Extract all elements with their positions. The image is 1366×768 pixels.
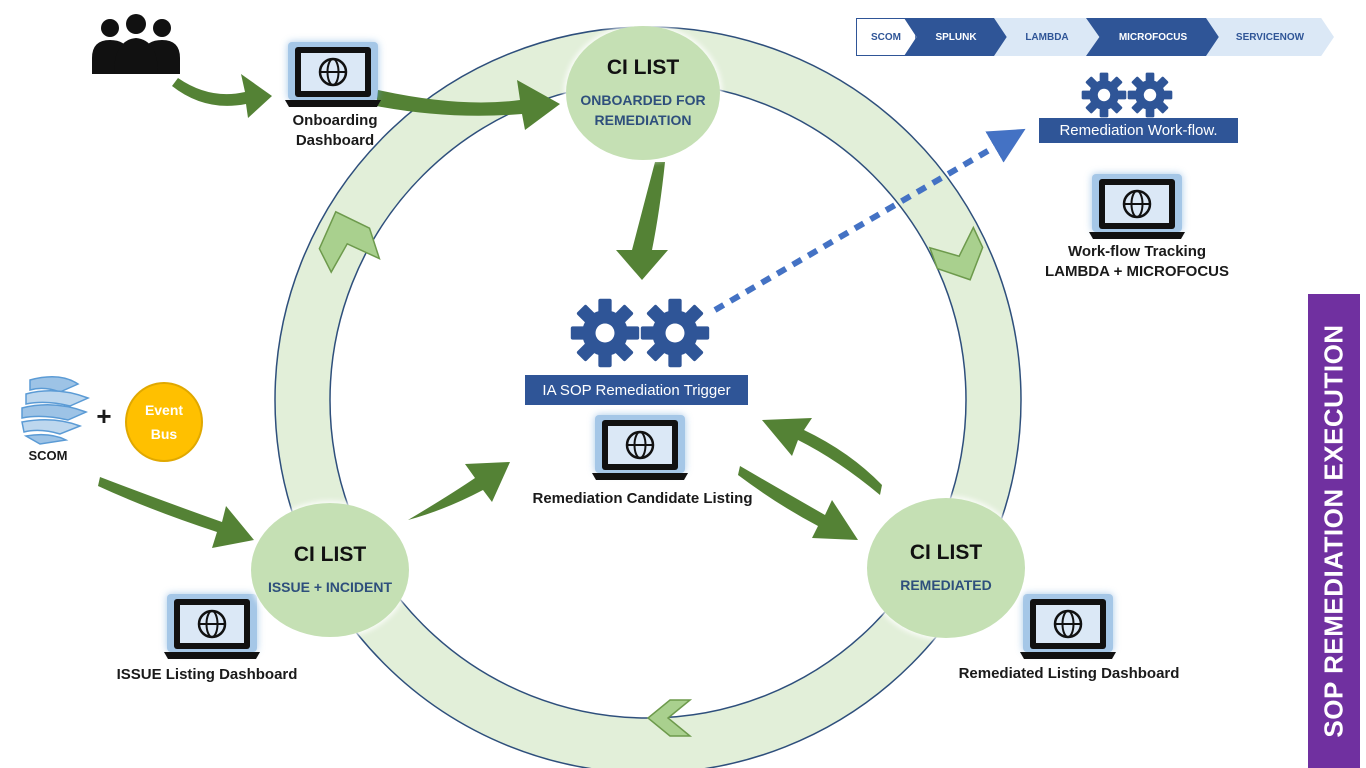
candidate-listing-label: Remediation Candidate Listing [532,490,753,507]
node-onboarded: CI LIST ONBOARDED FOR REMEDIATION [566,26,720,160]
workflow-label: Remediation Work-flow. [1039,118,1238,143]
workflow-tracking-title: Work-flow Tracking [1067,243,1207,260]
dotted-arrow [713,128,1026,313]
issue-dashboard-label: ISSUE Listing Dashboard [116,666,298,683]
trigger-label: IA SOP Remediation Trigger [525,375,748,405]
tool-chevron-lambda: LAMBDA [994,18,1100,56]
gear-icon-center-right [640,298,710,368]
laptop-icon-candidate [592,415,688,480]
node-remediated-title: CI LIST [909,541,983,564]
tool-chevron-microfocus: MICROFOCUS [1086,18,1220,56]
ring-chevrons [318,210,984,737]
tool-chevron-servicenow: SERVICENOW [1206,18,1334,56]
flow-arrows [98,74,882,548]
tool-chevron-scom: SCOM [856,18,916,56]
node-onboarded-title: CI LIST [606,56,680,79]
side-title: SOP REMEDIATION EXECUTION [1318,324,1349,738]
gear-icon-workflow-right [1127,72,1173,118]
gear-icon-center-left [570,298,640,368]
scom-label: SCOM [28,448,68,463]
event-bus-line1: Event [144,402,184,418]
plus-sign: + [96,401,112,431]
node-onboarded-sub-line2: REMEDIATION [594,112,692,128]
onboarding-label-line2: Dashboard [295,132,375,149]
laptop-icon-remediated [1020,594,1116,659]
node-issue: CI LIST ISSUE + INCIDENT [251,503,409,637]
remediated-dashboard-label: Remediated Listing Dashboard [958,665,1180,682]
gear-icon-workflow-left [1081,72,1127,118]
node-remediated: CI LIST REMEDIATED [867,498,1025,638]
side-title-bar: SOP REMEDIATION EXECUTION [1308,294,1360,768]
onboarding-label-line1: Onboarding [292,112,378,129]
tool-chevron-splunk: SPLUNK [904,18,1008,56]
node-issue-sub: ISSUE + INCIDENT [267,579,393,595]
event-bus-line2: Bus [150,426,178,442]
scom-logo-icon [21,376,90,445]
laptop-icon-issue [164,594,260,659]
node-onboarded-sub-line1: ONBOARDED FOR [580,92,706,108]
node-issue-title: CI LIST [293,543,367,566]
workflow-tracking-subtitle: LAMBDA + MICROFOCUS [1044,263,1230,280]
users-icon [92,14,180,74]
event-bus-badge: Event Bus [125,382,203,462]
laptop-icon-onboarding [285,42,381,107]
node-remediated-sub: REMEDIATED [900,577,992,593]
laptop-icon-tracking [1089,174,1185,239]
